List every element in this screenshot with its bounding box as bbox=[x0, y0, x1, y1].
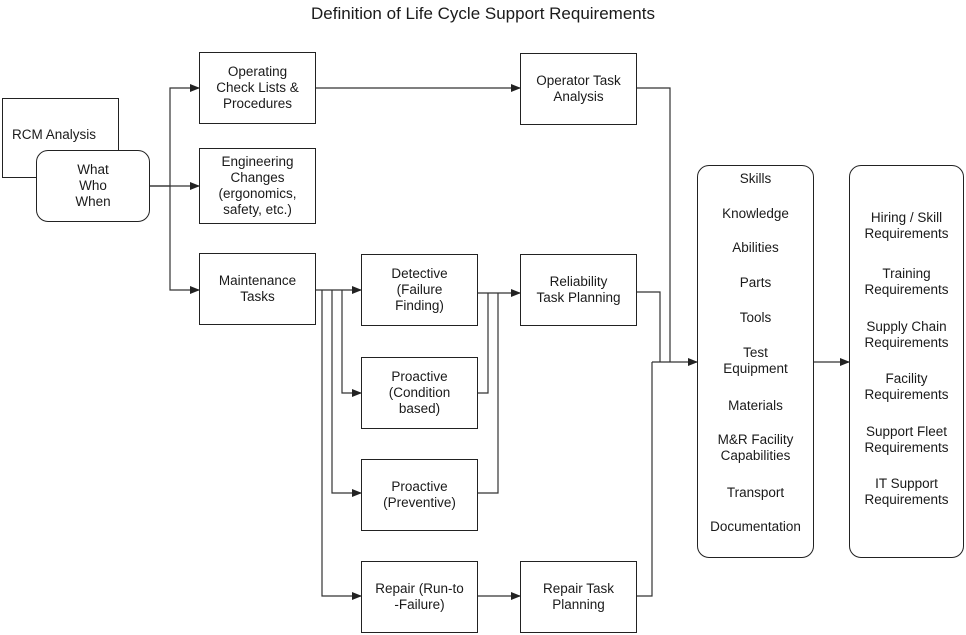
resource-item: Skills bbox=[739, 171, 772, 186]
resource-item: Test Equipment bbox=[723, 345, 788, 376]
resource-item: Documentation bbox=[710, 519, 801, 534]
operator-task-analysis-box: Operator Task Analysis bbox=[520, 53, 637, 125]
diagram-title: Definition of Life Cycle Support Require… bbox=[311, 4, 655, 23]
operating-checklists-box: Operating Check Lists & Procedures bbox=[199, 52, 316, 124]
edge-operator-resources bbox=[637, 87, 671, 362]
maintenance-tasks-box: Maintenance Tasks bbox=[199, 253, 316, 325]
edge-reliability-resources bbox=[637, 291, 661, 362]
resources-list-box: Skills Knowledge Abilities Parts Tools T… bbox=[697, 165, 814, 558]
edge-maint-proactive-cb bbox=[341, 290, 362, 397]
resource-item: Materials bbox=[728, 398, 783, 413]
requirements-list-box: Hiring / Skill Requirements Training Req… bbox=[849, 165, 964, 558]
edge-repair-resources bbox=[637, 362, 653, 597]
resource-item: M&R Facility Capabilities bbox=[717, 432, 794, 463]
rcm-analysis-label: RCM Analysis bbox=[12, 127, 97, 142]
requirement-item: IT Support Requirements bbox=[864, 476, 949, 507]
proactive-condition-box: Proactive (Condition based) bbox=[361, 357, 478, 429]
proactive-preventive-box: Proactive (Preventive) bbox=[361, 459, 478, 531]
edge-www-maintenance bbox=[169, 186, 200, 294]
resource-item: Knowledge bbox=[722, 206, 789, 221]
reliability-task-planning-box: Reliability Task Planning bbox=[520, 254, 637, 326]
edge-www-operating bbox=[150, 84, 200, 187]
detective-box: Detective (Failure Finding) bbox=[361, 254, 478, 326]
edge-proactive-cb-reliability bbox=[478, 293, 489, 394]
requirement-item: Hiring / Skill Requirements bbox=[864, 210, 949, 241]
requirement-item: Facility Requirements bbox=[864, 371, 949, 402]
engineering-changes-box: Engineering Changes (ergonomics, safety,… bbox=[199, 148, 316, 224]
repair-task-planning-box: Repair Task Planning bbox=[520, 561, 637, 633]
resource-item: Parts bbox=[739, 275, 772, 290]
edge-proactive-prev-reliability bbox=[478, 293, 499, 494]
requirement-item: Support Fleet Requirements bbox=[864, 424, 949, 455]
resource-item: Transport bbox=[726, 485, 785, 500]
resource-item: Tools bbox=[739, 310, 772, 325]
repair-run-to-failure-box: Repair (Run-to -Failure) bbox=[361, 561, 478, 633]
edge-maint-repair bbox=[321, 290, 362, 600]
what-who-when-box: What Who When bbox=[36, 150, 150, 222]
requirement-item: Training Requirements bbox=[864, 266, 949, 297]
resource-item: Abilities bbox=[732, 240, 779, 255]
requirement-item: Supply Chain Requirements bbox=[864, 319, 949, 350]
edge-maint-proactive-prev bbox=[331, 290, 362, 497]
